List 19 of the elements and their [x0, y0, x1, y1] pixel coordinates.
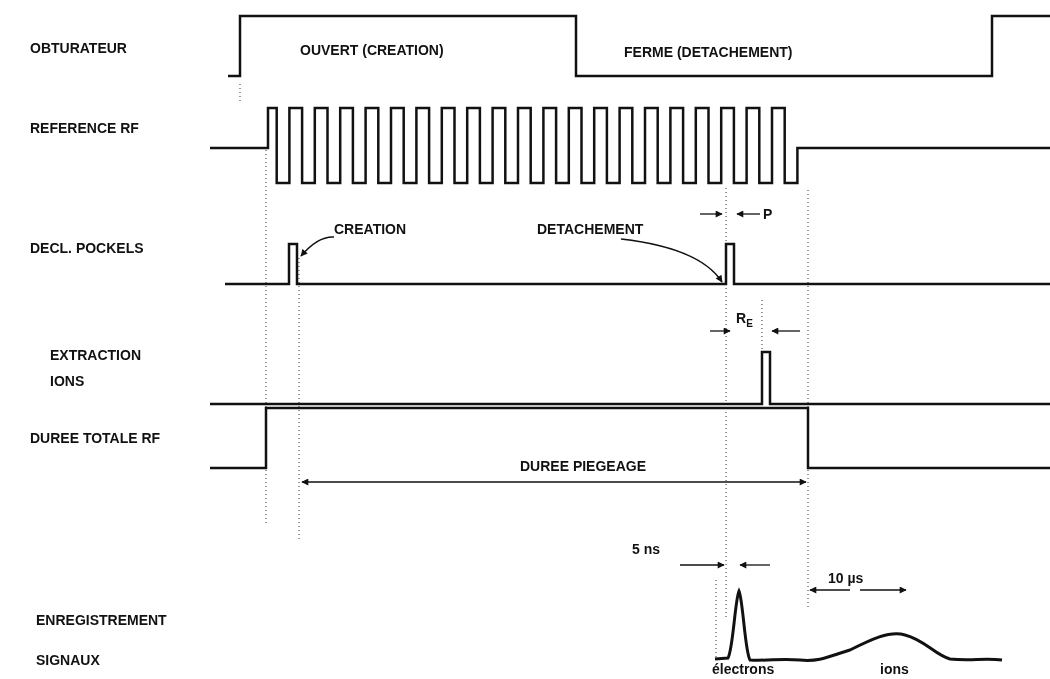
annotation-text: DETACHEMENT [537, 221, 644, 238]
state-label: OUVERT (CREATION) [300, 42, 444, 59]
leader-arrow [300, 236, 335, 257]
pulse-label: électrons [712, 661, 775, 678]
signal-name: OBTURATEUR [30, 40, 127, 57]
pulse-label: ions [880, 661, 909, 678]
annotation-text: CREATION [334, 221, 407, 238]
leader-arrow [620, 238, 723, 283]
dimension-label: DUREE PIEGEAGE [520, 458, 647, 475]
dimension-label: P [763, 206, 773, 223]
dimension-label: 5 ns [632, 541, 660, 558]
signal-name: DECL. POCKELS [30, 240, 144, 257]
signal-name: EXTRACTION IONS [50, 346, 142, 391]
state-label: FERME (DETACHEMENT) [624, 44, 793, 61]
dimension-label: 10 µs [828, 570, 864, 587]
signal-name: REFERENCE RF [30, 120, 139, 137]
signal-name: DUREE TOTALE RF [30, 430, 161, 447]
signal-name: ENREGISTREMENT SIGNAUX [36, 611, 168, 670]
dimension-label: R$_{E}$ [736, 310, 753, 331]
